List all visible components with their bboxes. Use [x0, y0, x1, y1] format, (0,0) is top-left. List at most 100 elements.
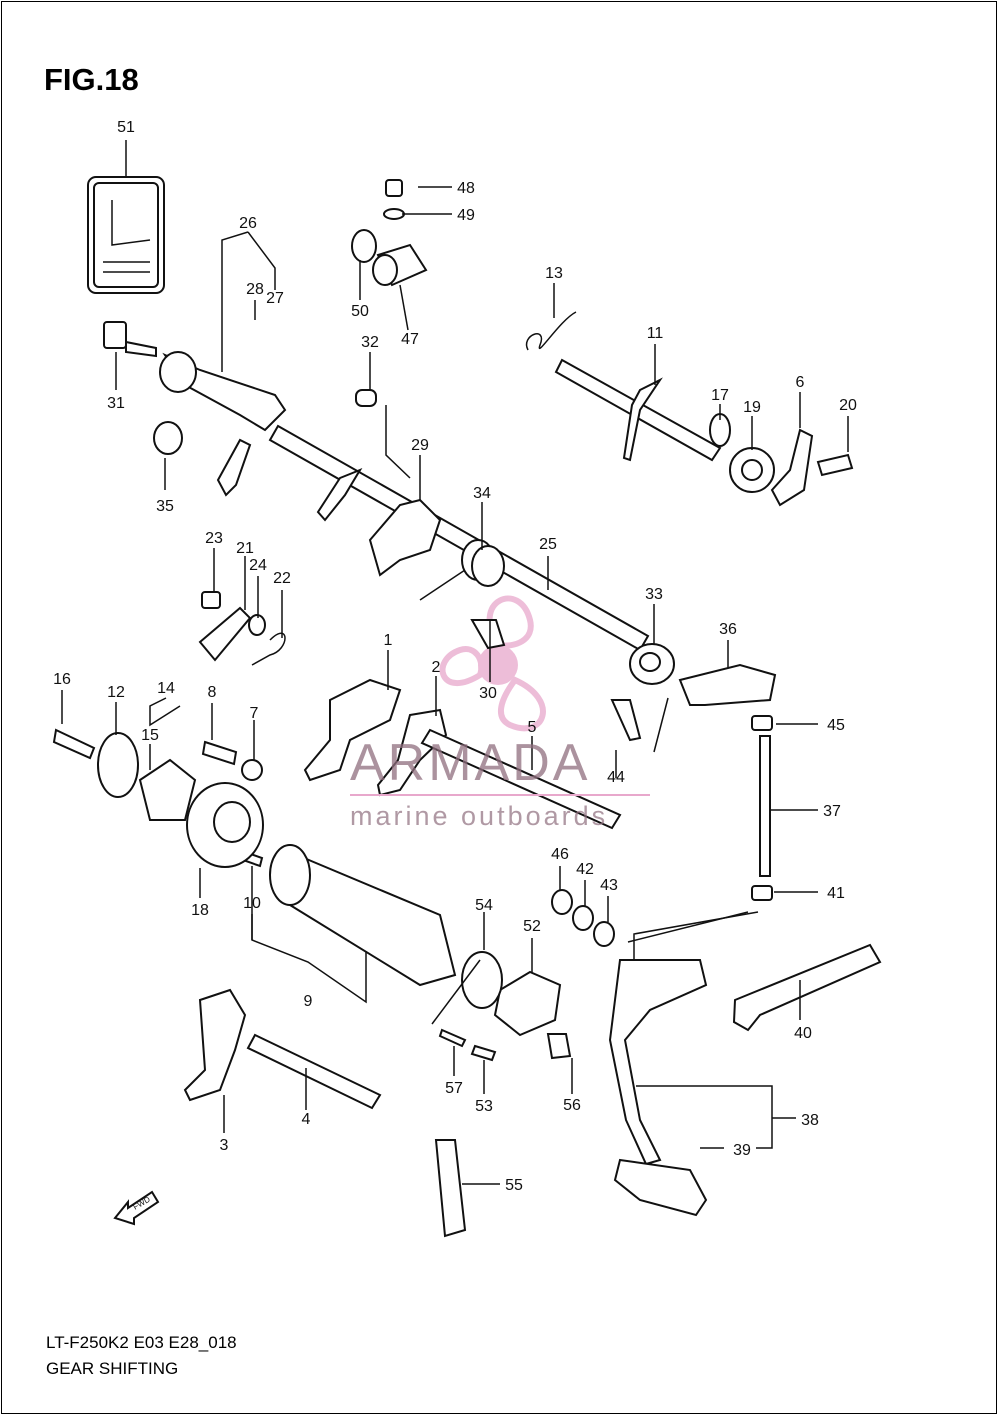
- callout-29: 29: [411, 437, 429, 454]
- callout-53: 53: [475, 1098, 493, 1115]
- callout-3: 3: [220, 1137, 229, 1154]
- callout-11: 11: [647, 325, 664, 342]
- bushing-32: [355, 389, 377, 407]
- callout-52: 52: [523, 918, 541, 935]
- bolt-20: [816, 453, 854, 477]
- callout-45: 45: [827, 717, 845, 734]
- callout-9: 9: [304, 993, 313, 1010]
- callout-21: 21: [236, 540, 254, 557]
- arm-6: [770, 428, 814, 507]
- callout-48: 48: [457, 180, 475, 197]
- figure-code: LT-F250K2 E03 E28_018: [46, 1333, 237, 1352]
- lever-36: [678, 663, 777, 706]
- callout-15: 15: [141, 727, 159, 744]
- callout-12: 12: [107, 684, 125, 701]
- callout-36: 36: [719, 621, 737, 638]
- callout-46: 46: [551, 846, 569, 863]
- washer-12: [97, 732, 139, 798]
- shift-shaft: [268, 424, 650, 652]
- callout-24: 24: [249, 557, 267, 574]
- leader-lines: [61, 140, 849, 1185]
- callout-31: 31: [107, 395, 125, 412]
- callout-26: 26: [239, 215, 257, 232]
- nut-41: [751, 885, 773, 901]
- shift-fork-3: [183, 988, 247, 1102]
- callout-22: 22: [273, 570, 291, 587]
- callout-39: 39: [733, 1142, 751, 1159]
- o-ring-54: [461, 951, 503, 1009]
- callout-2: 2: [432, 659, 441, 676]
- callout-28: 28: [246, 281, 264, 298]
- washer-7: [241, 759, 263, 781]
- washer-35: [153, 421, 183, 455]
- decal-plate: [87, 176, 165, 294]
- callout-6: 6: [796, 374, 805, 391]
- pin-53: [470, 1044, 497, 1062]
- callout-5: 5: [528, 719, 537, 736]
- lever-52: [493, 970, 562, 1037]
- callout-44: 44: [607, 769, 625, 786]
- callout-18: 18: [191, 902, 209, 919]
- bolt-8: [201, 740, 238, 766]
- callout-19: 19: [743, 399, 761, 416]
- tie-rod-37: [759, 735, 771, 877]
- washer-42: [572, 905, 594, 931]
- gear-shift-lever-38: [608, 959, 708, 1166]
- fork-shaft-5: [420, 728, 622, 830]
- figure-title: FIG.18: [44, 62, 139, 97]
- callout-1: 1: [384, 632, 393, 649]
- callout-7: 7: [250, 705, 259, 722]
- callout-40: 40: [794, 1025, 812, 1042]
- cam-stopper-14: [138, 758, 197, 821]
- callout-4: 4: [302, 1111, 311, 1128]
- watermark-brand: ARMADA: [350, 734, 590, 792]
- bolt-44: [610, 699, 642, 742]
- callout-10: 10: [243, 895, 261, 912]
- shift-pedal-rubber-39: [613, 1158, 708, 1217]
- callout-37: 37: [823, 803, 841, 820]
- bearing-18: [186, 782, 264, 868]
- callout-8: 8: [208, 684, 217, 701]
- callout-50: 50: [351, 303, 369, 320]
- gear-shift-arm: [159, 351, 287, 497]
- cover-group: [351, 179, 428, 287]
- bolt-16: [52, 728, 96, 760]
- shift-fork-1: [303, 678, 402, 782]
- watermark-tagline: marine outboards: [350, 801, 608, 831]
- callout-54: 54: [475, 897, 493, 914]
- callout-41: 41: [827, 885, 845, 902]
- callout-25: 25: [539, 536, 557, 553]
- callout-57: 57: [445, 1080, 463, 1097]
- callout-35: 35: [156, 498, 174, 515]
- callout-23: 23: [205, 530, 223, 547]
- bolt-31: [103, 321, 157, 358]
- lever-40: [732, 943, 882, 1032]
- stopper-group: [198, 591, 286, 666]
- callout-14: 14: [157, 680, 175, 697]
- callout-13: 13: [545, 265, 563, 282]
- callout-17: 17: [711, 387, 729, 404]
- callout-34: 34: [473, 485, 491, 502]
- shift-cam-plate-29: [368, 498, 442, 577]
- callout-20: 20: [839, 397, 857, 414]
- callout-56: 56: [563, 1097, 581, 1114]
- fwd-arrow-icon: FWD: [113, 1190, 160, 1226]
- bearing-19: [729, 447, 775, 493]
- callout-27: 27: [266, 290, 284, 307]
- o-ring-43: [593, 921, 615, 947]
- spring-57: [438, 1028, 467, 1048]
- gear-shift-cam-9: [269, 844, 457, 987]
- callout-43: 43: [600, 877, 618, 894]
- circlip-46: [551, 889, 573, 915]
- return-spring-34: [419, 539, 505, 601]
- callout-49: 49: [457, 207, 475, 224]
- callout-16: 16: [53, 671, 71, 688]
- callout-47: 47: [401, 331, 419, 348]
- callout-32: 32: [361, 334, 379, 351]
- bolt-30: [470, 619, 506, 650]
- figure-caption: GEAR SHIFTING: [46, 1359, 179, 1378]
- callout-42: 42: [576, 861, 594, 878]
